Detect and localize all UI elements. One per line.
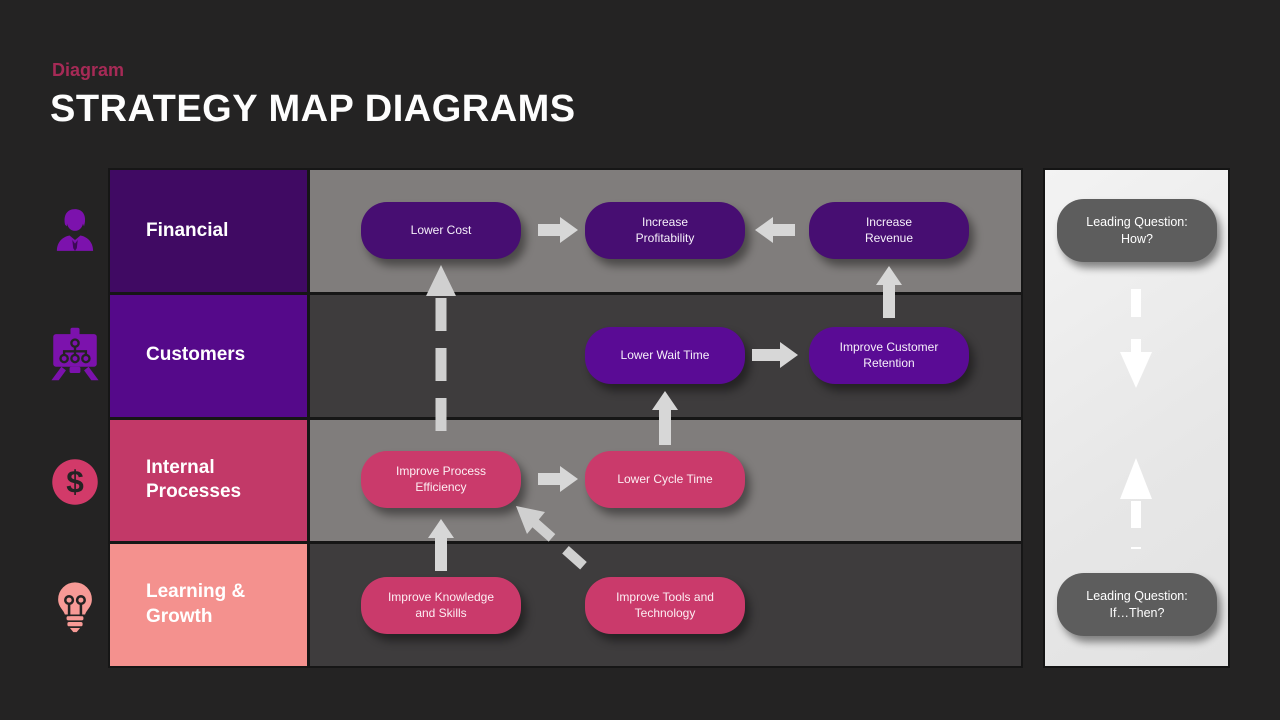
svg-text:$: $ xyxy=(66,464,84,500)
row-label-financial: Financial xyxy=(110,170,307,292)
node-lower-cost: Lower Cost xyxy=(361,202,521,259)
node-lower-wait-time: Lower Wait Time xyxy=(585,327,745,384)
row-label-customers: Customers xyxy=(110,294,307,417)
node-lower-cycle-time: Lower Cycle Time xyxy=(585,451,745,508)
dollar-coin-icon: $ xyxy=(47,452,103,512)
eyebrow-label: Diagram xyxy=(52,60,125,80)
businessman-icon xyxy=(46,194,104,266)
leading-question-panel: Leading Question: How? Leading Question:… xyxy=(1043,168,1230,668)
lightbulb-icon xyxy=(48,572,102,640)
leading-question-ifthen-box: Leading Question: If…Then? xyxy=(1057,573,1217,636)
node-improve-knowledge-skills: Improve Knowledge and Skills xyxy=(361,577,521,634)
node-improve-customer-retention: Improve Customer Retention xyxy=(809,327,969,384)
row-label-learning-growth: Learning & Growth xyxy=(110,544,307,666)
row-label-internal-processes: Internal Processes xyxy=(110,419,307,542)
node-improve-process-efficiency: Improve Process Efficiency xyxy=(361,451,521,508)
node-increase-revenue: Increase Revenue xyxy=(809,202,969,259)
leading-question-how-box: Leading Question: How? xyxy=(1057,199,1217,262)
node-improve-tools-technology: Improve Tools and Technology xyxy=(585,577,745,634)
org-chart-presentation-icon xyxy=(46,318,104,390)
page-title: STRATEGY MAP DIAGRAMS xyxy=(50,88,576,130)
node-increase-profitability: Increase Profitability xyxy=(585,202,745,259)
